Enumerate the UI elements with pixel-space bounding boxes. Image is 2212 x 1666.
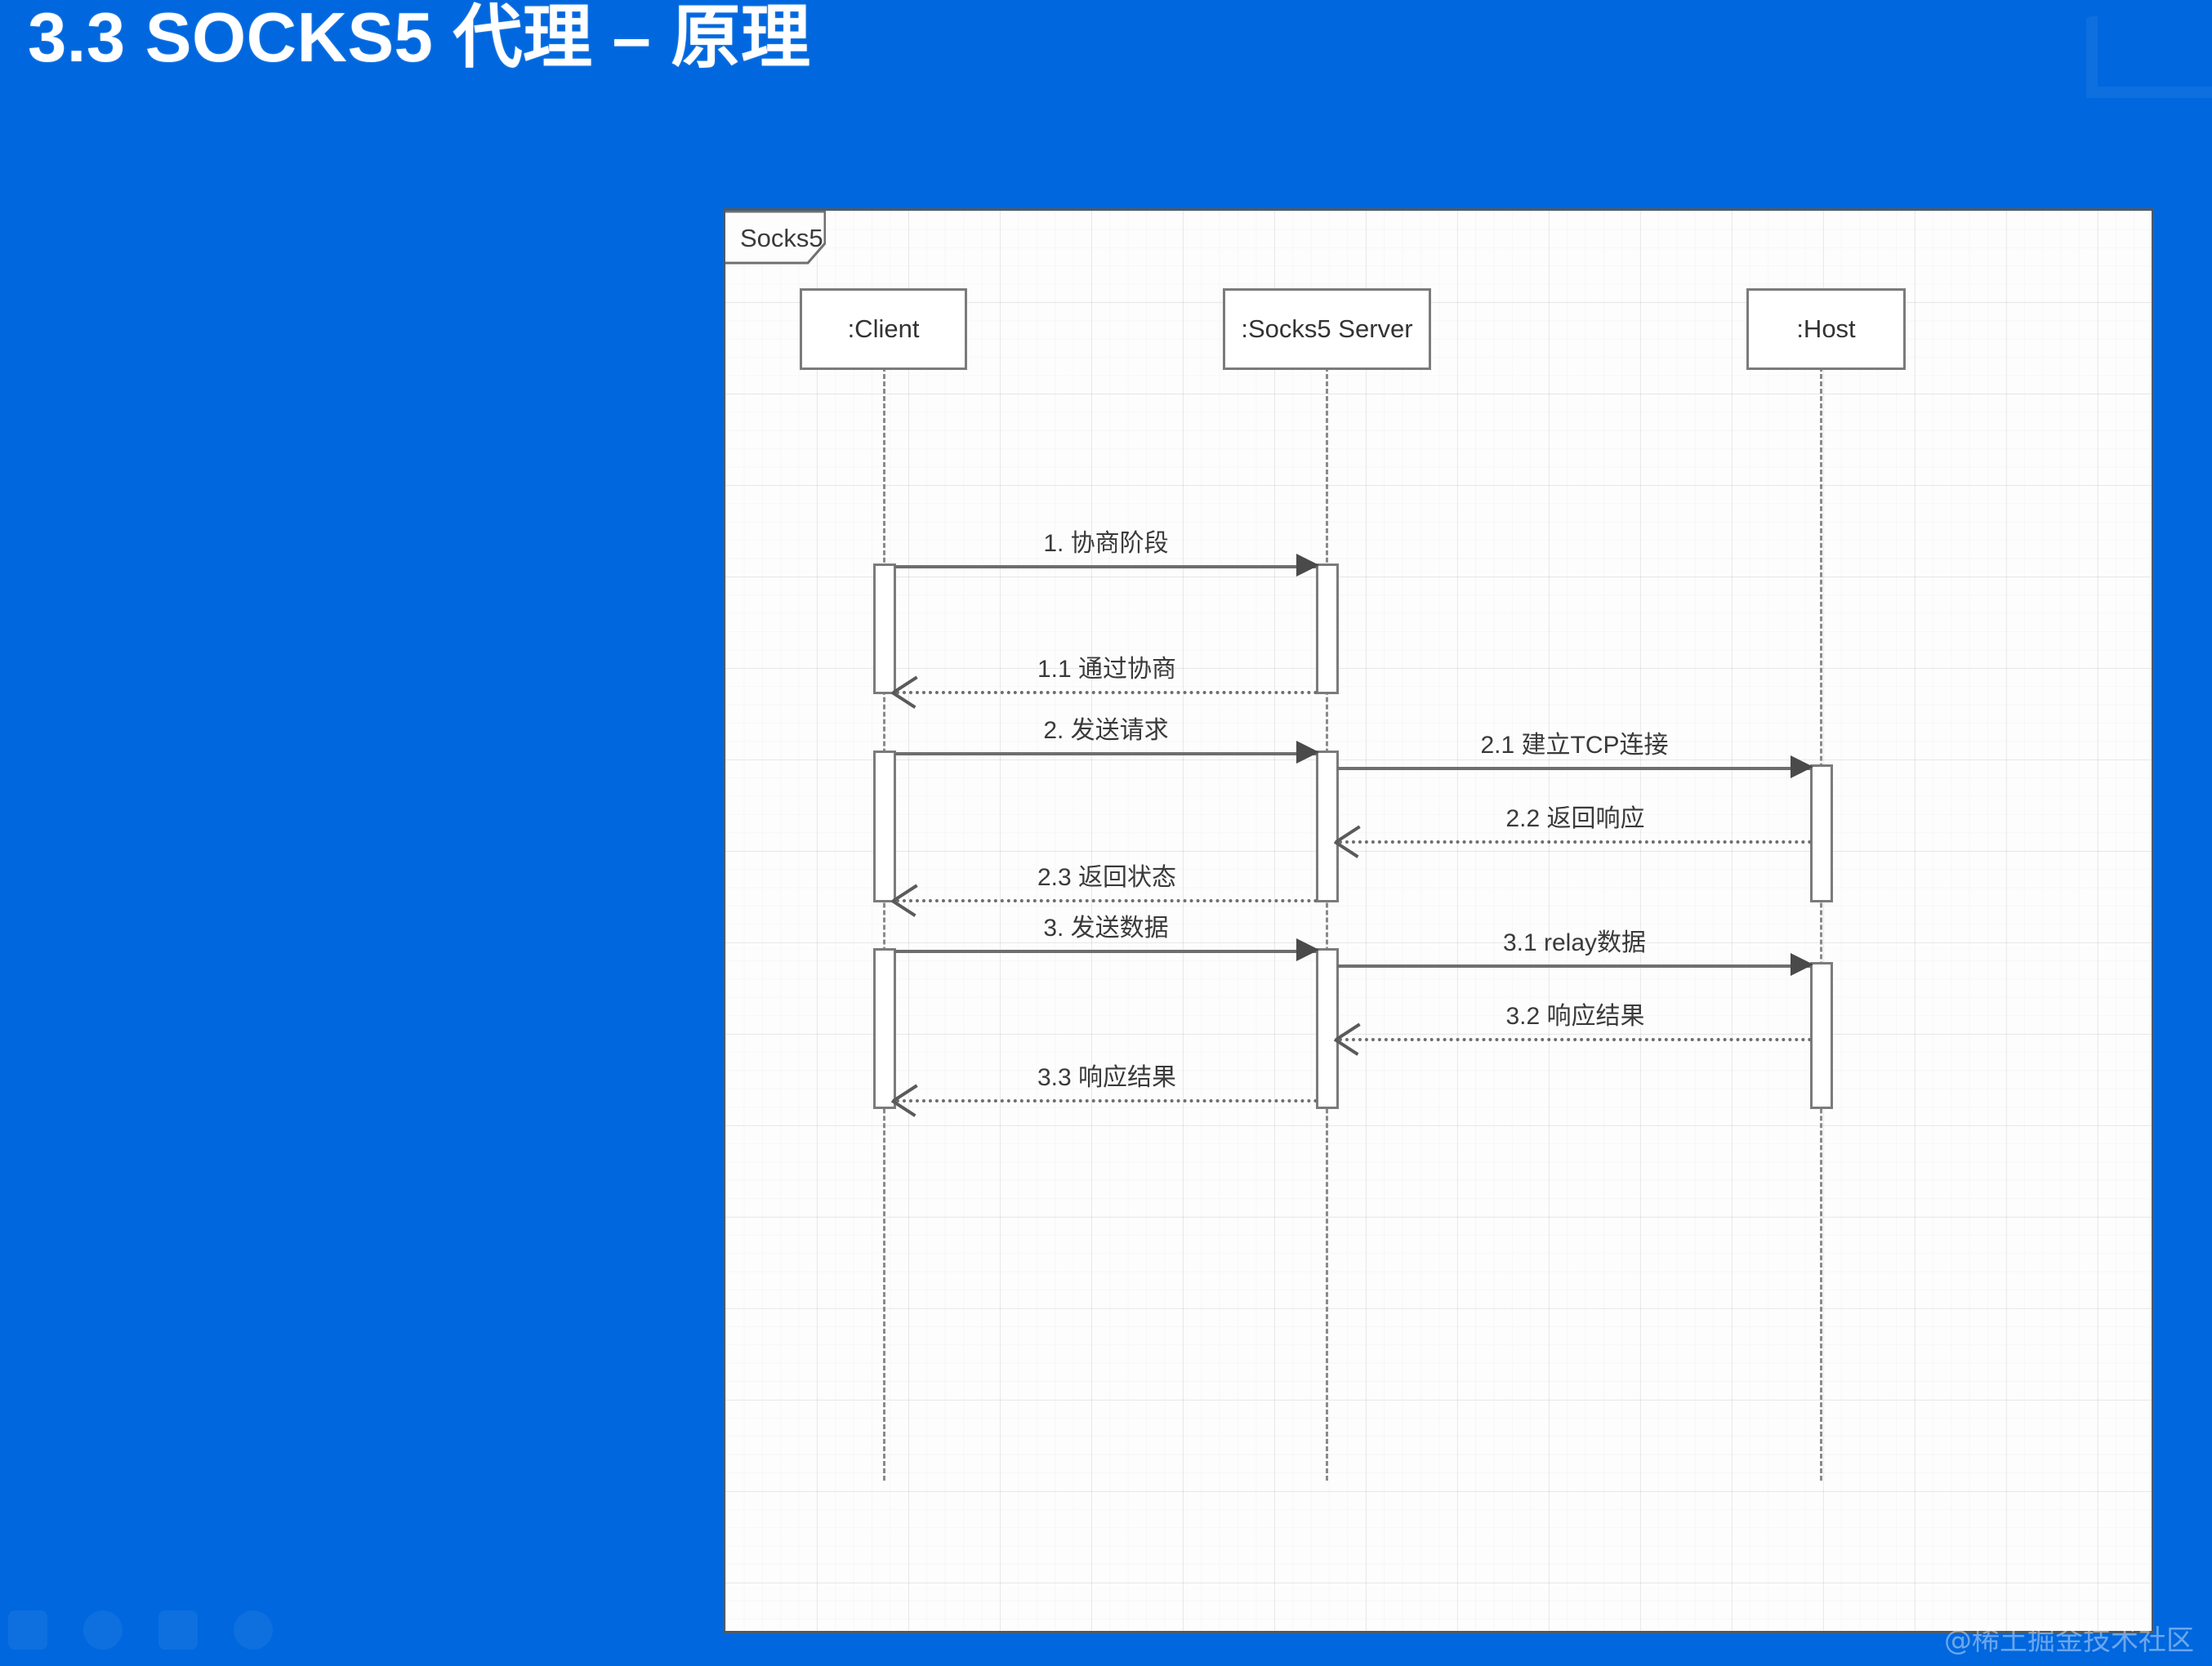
- activation-host-2: [1810, 962, 1833, 1109]
- activation-server-1: [1316, 564, 1339, 694]
- arrowhead-right-icon: [1296, 938, 1319, 961]
- activation-client-3: [873, 948, 896, 1109]
- social-icon-4: [234, 1610, 273, 1650]
- lifeline-client: [883, 337, 885, 1481]
- social-icon-row: [8, 1610, 273, 1650]
- message-line: [1339, 1038, 1812, 1041]
- message-line: [896, 691, 1318, 694]
- arrowhead-right-icon: [1296, 741, 1319, 764]
- arrowhead-right-icon: [1791, 755, 1813, 778]
- message-line: [896, 1099, 1318, 1102]
- message-label: 1. 协商阶段: [1043, 530, 1169, 557]
- message-line: [896, 899, 1318, 902]
- lifeline-host: [1820, 337, 1822, 1481]
- message-label: 3.3 响应结果: [1037, 1064, 1177, 1091]
- actor-label-server: :Socks5 Server: [1241, 314, 1413, 343]
- message-label: 1.1 通过协商: [1037, 656, 1177, 683]
- message-label: 2.2 返回响应: [1505, 805, 1645, 832]
- message-label: 3.2 响应结果: [1505, 1003, 1645, 1030]
- actor-box-client[interactable]: :Client: [800, 288, 967, 370]
- grid-background: [725, 211, 2152, 1631]
- sequence-diagram: Socks5 :Client :Socks5 Server :Host 1. 协…: [723, 208, 2154, 1633]
- social-icon-2: [83, 1610, 123, 1650]
- corner-watermark-shape: [2086, 16, 2212, 98]
- actor-box-host[interactable]: :Host: [1746, 288, 1906, 370]
- social-icon-3: [158, 1610, 198, 1650]
- arrowhead-right-icon: [1791, 953, 1813, 976]
- arrowhead-right-icon: [1296, 554, 1319, 577]
- message-line: [894, 565, 1318, 568]
- activation-host-1: [1810, 764, 1833, 902]
- message-line: [894, 752, 1318, 755]
- actor-box-server[interactable]: :Socks5 Server: [1223, 288, 1431, 370]
- activation-client-2: [873, 751, 896, 902]
- message-line: [1337, 767, 1812, 770]
- social-icon-1: [8, 1610, 47, 1650]
- actor-label-client: :Client: [847, 314, 920, 343]
- site-watermark: @稀土掘金技术社区: [1944, 1624, 2194, 1657]
- message-label: 2. 发送请求: [1043, 717, 1169, 744]
- message-label: 3. 发送数据: [1043, 915, 1169, 942]
- page-title: 3.3 SOCKS5 代理 – 原理: [28, 0, 811, 77]
- message-label: 2.1 建立TCP连接: [1480, 732, 1669, 759]
- message-line: [1339, 840, 1812, 844]
- message-line: [894, 950, 1318, 953]
- message-line: [1337, 964, 1812, 968]
- message-label: 3.1 relay数据: [1502, 929, 1647, 956]
- message-label: 2.3 返回状态: [1037, 864, 1177, 891]
- frame-tag-label: Socks5: [740, 224, 823, 252]
- actor-label-host: :Host: [1796, 314, 1856, 343]
- lifeline-server: [1326, 337, 1328, 1481]
